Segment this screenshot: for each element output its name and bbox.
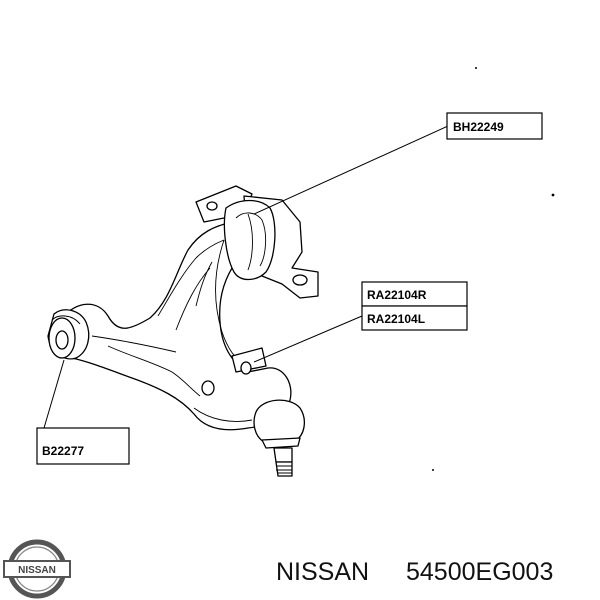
callout-ball-joint-right: RA22104R — [361, 281, 468, 307]
callout-top-bushing-label: BH22249 — [453, 120, 504, 134]
callout-front-bushing-label: B22277 — [42, 444, 84, 458]
front-bushing — [47, 309, 90, 360]
logo-text: NISSAN — [18, 565, 56, 576]
callout-top-bushing: BH22249 — [446, 112, 543, 140]
stray-dot — [432, 469, 434, 471]
leader-line-front-bushing — [43, 359, 65, 429]
nissan-logo: NISSAN — [3, 539, 71, 599]
callout-ball-joint-right-label: RA22104R — [367, 288, 427, 302]
stray-dot — [551, 193, 555, 197]
caption-part-number: 54500EG003 — [406, 558, 553, 586]
callout-ball-joint-left: RA22104L — [361, 305, 468, 331]
lower-control-arm — [61, 221, 292, 431]
callout-front-bushing: B22277 — [36, 427, 130, 465]
rear-bushing-bracket — [195, 185, 319, 299]
ball-joint — [253, 399, 306, 477]
stray-dot — [475, 67, 477, 69]
caption-brand: NISSAN — [276, 558, 369, 586]
leader-line-ball-joint — [253, 315, 363, 363]
callout-ball-joint-left-label: RA22104L — [367, 312, 425, 326]
leader-line-top-bushing — [253, 125, 449, 215]
